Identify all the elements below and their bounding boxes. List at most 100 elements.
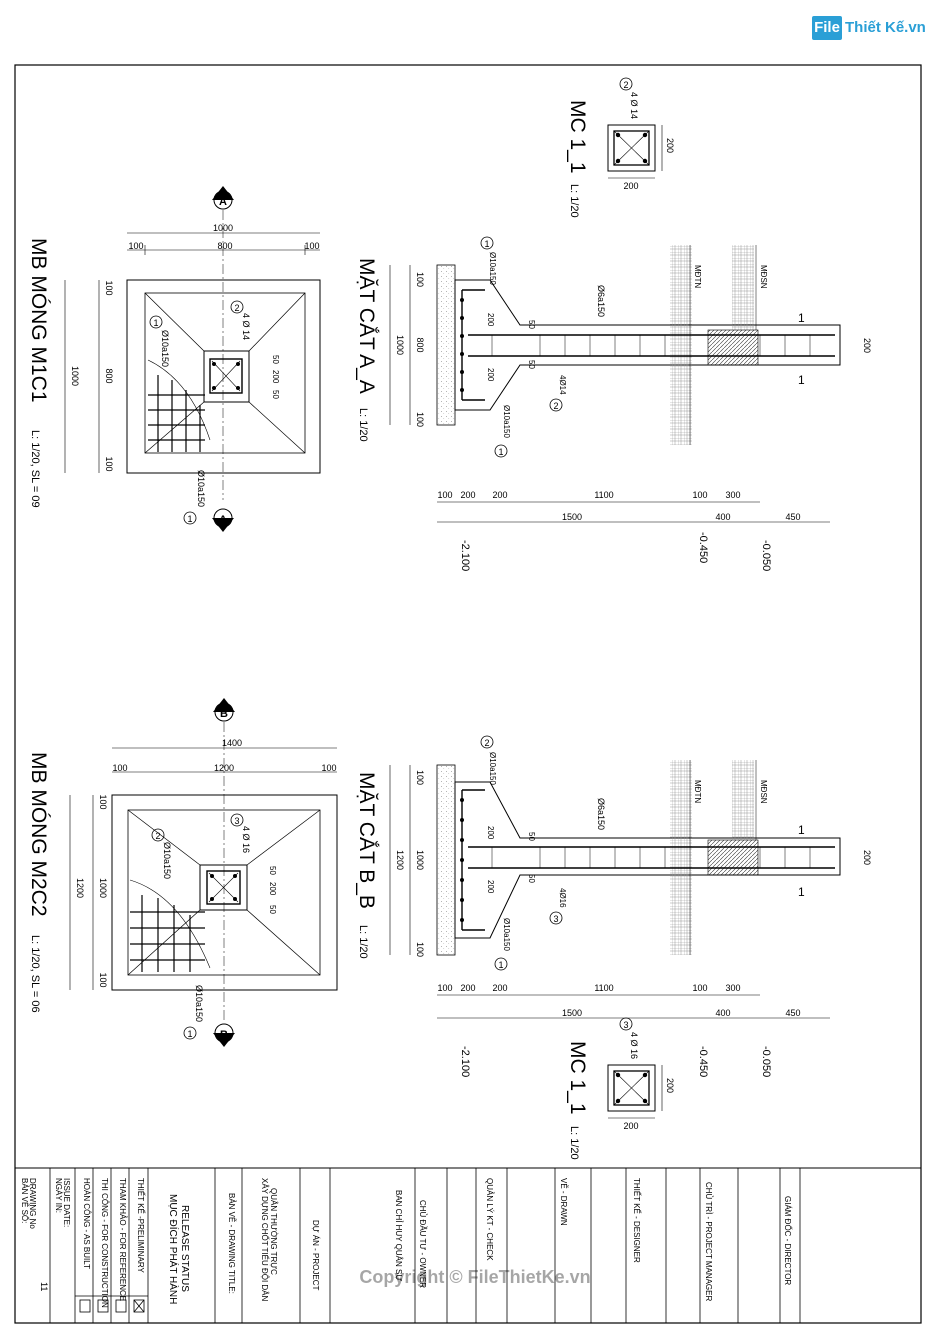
secA-dim-c3: 450	[785, 512, 800, 522]
tb-status-2: THAM KHẢO - FOR REFERENCE	[118, 1178, 127, 1301]
secA-ground1: MĐTN	[693, 265, 702, 288]
tb-status-4: HOÀN CÔNG - AS BUILT	[82, 1178, 91, 1269]
secA-small-4: 50	[527, 360, 536, 369]
plan1-vdim-edge-b: 100	[104, 456, 114, 471]
title-block	[49, 1168, 801, 1323]
secA-dim-l3: 100	[415, 412, 425, 427]
mc2-scale: L: 1/20	[568, 1126, 580, 1160]
plan2-dim-total: 1400	[222, 738, 242, 748]
secB-ground1: MĐTN	[693, 780, 702, 803]
secA-main-bar: 4Ø14	[558, 375, 567, 395]
plan1-section-mark-top: A	[219, 196, 227, 208]
tb-status-3: THI CÔNG - FOR CONSTRUCTION	[100, 1178, 109, 1308]
secA-dim-l2: 800	[415, 337, 425, 352]
secB-dim-c1: 1500	[562, 1008, 582, 1018]
secA-tag-3: 2	[553, 401, 558, 411]
plan2-rebar-mesh-b: Ø10a150	[194, 985, 204, 1022]
secB-title: MẶT CẮT B_B	[355, 772, 379, 909]
secB-col-size: 200	[862, 850, 872, 865]
plan1-dim-edge-r: 100	[304, 241, 319, 251]
plan-m1c1: 1000 800 100 100 1000 800 100 100 50 200…	[27, 186, 321, 532]
secB-tag-3: 3	[553, 914, 558, 924]
mc2-rebar: 4 Ø 16	[629, 1032, 639, 1059]
tb-designer: THIẾT KẾ - DESIGNER	[632, 1178, 642, 1263]
tb-owner-name: BAN CHỈ HUY QUÂN SỰ	[394, 1190, 403, 1281]
title-block-text: BẢN VẼ SỐ: DRAWING No 11 NGÀY IN: ISSUE …	[20, 1178, 793, 1308]
secA-cut-bottom: 1	[798, 373, 805, 387]
secB-rebar-bot: Ø10a150	[502, 918, 511, 951]
tb-project: DỰ ÁN - PROJECT	[311, 1220, 320, 1291]
secA-dim-c2: 400	[715, 512, 730, 522]
tb-release: MỤC ĐÍCH PHÁT HÀNH	[167, 1194, 180, 1304]
plan2-vdim-edge-b: 100	[98, 972, 108, 987]
plan2-vdim-mid: 1000	[98, 878, 108, 898]
plan2-col-d1: 50	[268, 866, 277, 875]
plan1-dim-mid: 800	[217, 241, 232, 251]
tb-owner: CHỦ ĐẦU TƯ - OWNER	[418, 1200, 428, 1288]
secA-dim-b4: 1100	[594, 490, 613, 500]
mc1-dim-h: 200	[623, 181, 638, 191]
secB-dim-total: 1200	[395, 850, 405, 870]
brand-logo-icon: File	[812, 16, 842, 40]
watermark: Copyright © FileThietKe.vn	[359, 1267, 590, 1287]
plan1-tag-col: 2	[234, 303, 239, 313]
mc2-dim-v: 200	[665, 1078, 675, 1093]
tb-drawn: VẼ - DRAWN	[559, 1178, 568, 1226]
tb-status-1: THIẾT KẾ -PRELIMINARY	[136, 1178, 146, 1274]
secA-dim-b1: 100	[437, 490, 452, 500]
secA-small-2: 50	[527, 320, 536, 329]
plan2-rebar-mesh: Ø10a150	[162, 842, 172, 879]
secB-level-3: -0.050	[760, 1046, 772, 1077]
secB-small-4: 50	[527, 874, 536, 883]
tb-check: QUẢN LÝ KT - CHECK	[485, 1178, 494, 1261]
mc2-title: MC 1_1	[566, 1041, 589, 1115]
mc1-tag: 2	[623, 80, 628, 90]
secB-tag-1: 2	[484, 738, 489, 748]
tb-issue-label: NGÀY IN:	[54, 1178, 63, 1213]
secB-dim-l2: 1000	[415, 850, 425, 870]
secA-rebar-top: Ø10a150	[488, 252, 497, 285]
secA-level-3: -0.050	[760, 540, 772, 571]
secA-tag-1: 1	[484, 239, 489, 249]
secB-cut-bottom: 1	[798, 885, 805, 899]
tb-pm: CHỦ TRÌ - PROJECT MANAGER	[704, 1182, 713, 1301]
secB-cut-top: 1	[798, 823, 805, 837]
mc1-dim-v: 200	[665, 138, 675, 153]
secA-small-1: 200	[486, 313, 495, 327]
secA-dim-total: 1000	[395, 335, 405, 355]
plan1-vdim-total: 1000	[70, 366, 80, 386]
secA-rebar-bot: Ø10a150	[502, 405, 511, 438]
secB-dim-c3: 450	[785, 1008, 800, 1018]
secA-dim-b5: 100	[692, 490, 707, 500]
mc1-title: MC 1_1	[566, 100, 589, 174]
secB-tag-2: 1	[498, 960, 503, 970]
plan-m2c2: 1400 1200 100 100 1200 1000 100 100 50 2…	[27, 698, 338, 1047]
secA-dim-b6: 300	[725, 490, 740, 500]
secB-level-2: -0.450	[697, 1046, 709, 1077]
secB-dim-c2: 400	[715, 1008, 730, 1018]
secB-dim-b5: 100	[692, 983, 707, 993]
plan2-dim-edge-l: 100	[112, 763, 127, 773]
secA-small-3: 200	[486, 368, 495, 382]
plan2-dim-edge-r: 100	[321, 763, 336, 773]
mc-section-top: 200 200 2 4 Ø 14 MC 1_1 L: 1/20	[566, 77, 675, 218]
secA-dim-c1: 1500	[562, 512, 582, 522]
tb-project-desc-1: XÂY DỰNG CHỐT TIỂU ĐỘI DÂN	[260, 1178, 270, 1302]
secB-small-3: 200	[486, 880, 495, 894]
plan2-tag-mesh: 2	[155, 831, 160, 841]
plan2-vdim-edge-t: 100	[98, 794, 108, 809]
plan2-scale: L: 1/20, SL = 06	[29, 935, 41, 1013]
mc2-tag: 3	[623, 1020, 628, 1030]
secA-dim-b3: 200	[492, 490, 507, 500]
secB-dim-l3: 100	[415, 942, 425, 957]
tb-drawing-no-label-en: DRAWING No	[28, 1178, 37, 1229]
plan2-tag-col: 3	[234, 816, 239, 826]
secB-dim-b4: 1100	[594, 983, 613, 993]
plan1-tag-mesh: 1	[153, 318, 158, 328]
plan1-rebar-mesh: Ø10a150	[160, 330, 170, 367]
brand-logo-text: Thiết Kế.vn	[845, 19, 926, 36]
plan1-section-mark-bottom: A	[219, 514, 227, 526]
secB-rebar-top: Ø10a150	[488, 752, 497, 785]
sheet-border	[14, 64, 922, 1324]
